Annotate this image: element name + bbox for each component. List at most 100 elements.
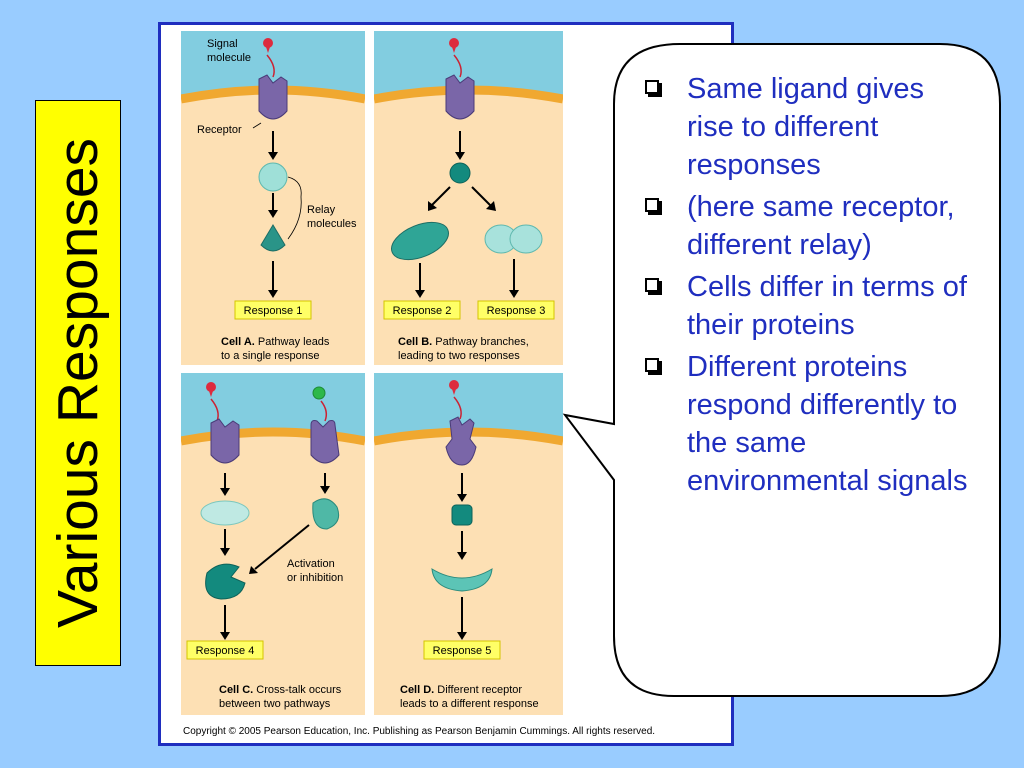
arrowhead (509, 290, 519, 298)
receptor (210, 418, 240, 464)
panel-d-diagram: Response 5 Cell D. Different receptor le… (374, 373, 563, 710)
relay-bracket (287, 176, 302, 240)
title-box (35, 100, 121, 666)
panel-cell-c: Activation or inhibition Response 4 Cell… (181, 373, 365, 715)
panel-a-diagram: Signal molecule Receptor Relay molecules… (181, 31, 365, 362)
binding-arrow (320, 400, 328, 422)
arrowhead (415, 290, 425, 298)
relay-protein (312, 498, 340, 530)
arrowhead (428, 201, 437, 211)
response-label: Response 3 (487, 305, 546, 317)
panel-cell-b: Response 2 Response 3 Cell B. Pathway br… (374, 31, 563, 365)
receptor (445, 416, 477, 466)
signal-label: molecule (207, 52, 251, 64)
relay-protein (509, 224, 543, 254)
callout-shape (562, 43, 1001, 697)
panel-b-diagram: Response 2 Response 3 Cell B. Pathway br… (374, 31, 563, 362)
panel-cell-a: Signal molecule Receptor Relay molecules… (181, 31, 365, 365)
relay-protein (205, 563, 246, 600)
caption-text: Cross-talk occurs (253, 684, 342, 696)
receptor-label: Receptor (197, 124, 242, 136)
caption: leading to two responses (398, 350, 520, 362)
response-box (423, 640, 501, 660)
extracellular-space (374, 31, 563, 99)
relay-molecule (258, 162, 288, 192)
response-label: Response 4 (196, 645, 255, 657)
signal-label: Signal (207, 38, 238, 50)
arrowhead (457, 552, 467, 560)
caption-bold: Cell D. (400, 684, 434, 696)
caption-text: Different receptor (434, 684, 522, 696)
caption-bold: Cell B. (398, 336, 432, 348)
response-label: Response 5 (433, 645, 492, 657)
relay-protein (451, 504, 473, 526)
arrowhead (457, 494, 467, 502)
bullet-list: Same ligand gives rise to different resp… (645, 70, 975, 504)
caption: leads to a different response (400, 698, 539, 710)
relay-protein (391, 221, 449, 261)
arrowhead (455, 152, 465, 160)
arrowhead (220, 488, 230, 496)
relay-label: Relay (307, 204, 336, 216)
membrane (181, 427, 365, 446)
activation-label: or inhibition (287, 572, 343, 584)
relay-molecule (260, 224, 286, 252)
caption: Cell C. Cross-talk occurs (219, 684, 342, 696)
response-box (477, 300, 555, 320)
checkbox-bullet-icon (645, 358, 659, 372)
checkbox-bullet-icon (645, 278, 659, 292)
relay-protein (200, 500, 250, 526)
bullet-item: Cells differ in terms of their proteins (645, 268, 975, 344)
signal-molecule (449, 38, 459, 48)
binding-arrow (266, 54, 275, 78)
bullet-item: Different proteins respond differently t… (645, 348, 975, 500)
arrowhead (268, 210, 278, 218)
extracellular-space (374, 373, 563, 441)
caption: to a single response (221, 350, 319, 362)
activation-label: Activation (287, 558, 335, 570)
caption-text: Pathway branches, (432, 336, 529, 348)
arrowhead (320, 486, 330, 494)
caption-text: Pathway leads (255, 336, 330, 348)
arrow (471, 186, 493, 208)
arrowhead (457, 632, 467, 640)
caption: Cell D. Different receptor (400, 684, 522, 696)
caption-bold: Cell C. (219, 684, 253, 696)
checkbox-bullet-icon (645, 80, 659, 94)
relay-protein (431, 568, 493, 592)
copyright-notice: Copyright © 2005 Pearson Education, Inc.… (183, 726, 656, 737)
relay-label: molecules (307, 218, 357, 230)
response-box (186, 640, 264, 660)
response-label: Response 2 (393, 305, 452, 317)
checkbox-bullet-icon (645, 198, 659, 212)
caption: between two pathways (219, 698, 331, 710)
crosstalk-arrow (254, 524, 310, 570)
receptor-leader-line (252, 122, 262, 129)
signal-molecule (449, 380, 459, 390)
response-box (383, 300, 461, 320)
panel-cell-d: Response 5 Cell D. Different receptor le… (374, 373, 563, 715)
panel-c-diagram: Activation or inhibition Response 4 Cell… (181, 373, 365, 710)
receptor (258, 74, 288, 120)
relay-molecule (449, 162, 471, 184)
bullet-text: (here same receptor, different relay) (687, 191, 955, 261)
caption: Cell B. Pathway branches, (398, 336, 529, 348)
receptor (310, 420, 340, 464)
signal-molecule (263, 38, 273, 48)
bullet-item: Same ligand gives rise to different resp… (645, 70, 975, 184)
arrowhead (249, 566, 258, 574)
bullet-text: Same ligand gives rise to different resp… (687, 73, 924, 181)
arrow (431, 186, 451, 206)
arrowhead (220, 632, 230, 640)
arrowhead (268, 152, 278, 160)
bullet-item: (here same receptor, different relay) (645, 188, 975, 264)
signaling-figure: Signal molecule Receptor Relay molecules… (158, 22, 734, 746)
arrowhead (268, 290, 278, 298)
response-box (234, 300, 312, 320)
receptor (445, 74, 475, 120)
arrowhead (220, 548, 230, 556)
signal-molecule (312, 386, 326, 400)
response-label: Response 1 (244, 305, 303, 317)
binding-arrow (453, 54, 462, 78)
